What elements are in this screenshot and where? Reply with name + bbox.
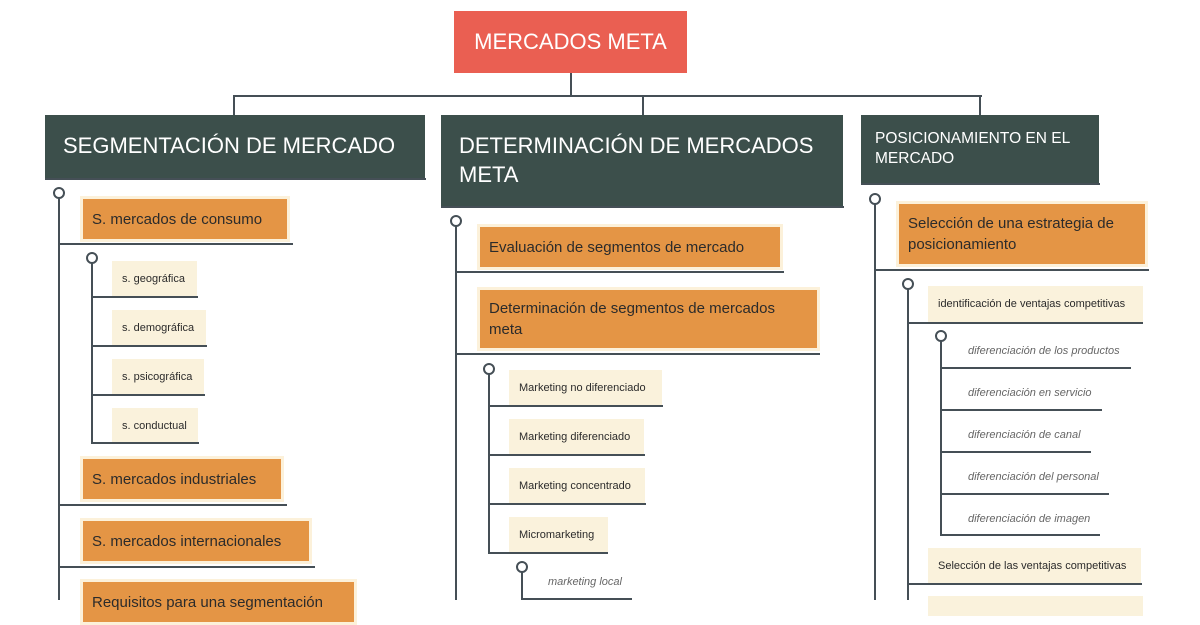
collapse-toggle[interactable] [450, 215, 462, 227]
collapse-toggle[interactable] [869, 193, 881, 205]
leaf[interactable]: s. demográfica [112, 310, 206, 345]
leaf-partial[interactable] [928, 596, 1143, 616]
root-topic[interactable]: MERCADOS META [454, 11, 687, 73]
connector [233, 95, 235, 115]
connector-line [489, 503, 646, 505]
connector-line [908, 583, 1142, 585]
connector-line [92, 296, 198, 298]
leaf[interactable]: s. geográfica [112, 261, 197, 296]
collapse-toggle[interactable] [516, 561, 528, 573]
connector-line [941, 534, 1100, 536]
connector [234, 95, 982, 97]
topic-posicionamiento[interactable]: POSICIONAMIENTO EN EL MERCADO [861, 115, 1099, 183]
topic-determinacion[interactable]: DETERMINACIÓN DE MERCADOS META [441, 115, 843, 207]
subtopic[interactable]: Evaluación de segmentos de mercado [477, 224, 783, 270]
leaf[interactable]: Micromarketing [509, 517, 608, 552]
connector-line [92, 345, 207, 347]
subtopic[interactable]: S. mercados internacionales [80, 518, 312, 564]
leaf[interactable]: s. psicográfica [112, 359, 204, 394]
connector-line [489, 454, 645, 456]
collapse-toggle[interactable] [53, 187, 65, 199]
connector-line [455, 218, 457, 600]
leaf[interactable]: identificación de ventajas competitivas [928, 286, 1143, 322]
connector-line [456, 271, 784, 273]
subtopic[interactable]: Selección de una estrategia de posiciona… [896, 201, 1148, 267]
subtopic[interactable]: Determinación de segmentos de mercados m… [477, 287, 820, 351]
subtopic[interactable]: Requisitos para una segmentación [80, 579, 357, 625]
connector-line [522, 598, 632, 600]
connector-line [489, 405, 663, 407]
subtopic[interactable]: S. mercados industriales [80, 456, 284, 502]
leaf[interactable]: marketing local [548, 576, 622, 588]
leaf[interactable]: Marketing concentrado [509, 468, 645, 503]
connector-line [941, 493, 1109, 495]
leaf[interactable]: Marketing no diferenciado [509, 370, 662, 405]
collapse-toggle[interactable] [935, 330, 947, 342]
connector-line [908, 322, 1143, 324]
connector-line [58, 190, 60, 600]
connector-line [59, 566, 315, 568]
leaf[interactable]: diferenciación en servicio [968, 387, 1092, 399]
connector [979, 95, 981, 115]
collapse-toggle[interactable] [86, 252, 98, 264]
connector-line [456, 353, 820, 355]
connector-line [861, 183, 1100, 185]
connector-line [92, 442, 199, 444]
connector-line [875, 269, 1149, 271]
connector [570, 73, 572, 97]
connector-line [489, 552, 608, 554]
connector-line [941, 409, 1102, 411]
leaf[interactable]: diferenciación del personal [968, 471, 1099, 483]
connector-line [59, 243, 293, 245]
connector-line [907, 282, 909, 600]
connector-line [91, 256, 93, 444]
leaf[interactable]: diferenciación de canal [968, 429, 1081, 441]
connector-line [92, 394, 205, 396]
collapse-toggle[interactable] [483, 363, 495, 375]
connector-line [941, 451, 1091, 453]
leaf[interactable]: s. conductual [112, 408, 198, 443]
connector-line [488, 366, 490, 554]
leaf[interactable]: diferenciación de imagen [968, 513, 1091, 525]
leaf[interactable]: Marketing diferenciado [509, 419, 644, 454]
leaf[interactable]: diferenciación de los productos [968, 345, 1120, 357]
topic-segmentacion[interactable]: SEGMENTACIÓN DE MERCADO [45, 115, 425, 178]
leaf[interactable]: Selección de las ventajas competitivas [928, 548, 1141, 583]
subtopic[interactable]: S. mercados de consumo [80, 196, 290, 242]
collapse-toggle[interactable] [902, 278, 914, 290]
connector-line [874, 196, 876, 600]
connector-line [941, 367, 1131, 369]
connector-line [45, 178, 426, 180]
connector-line [521, 565, 523, 600]
connector-line [59, 504, 287, 506]
connector [642, 95, 644, 115]
connector-line [441, 206, 844, 208]
connector-line [940, 334, 942, 536]
